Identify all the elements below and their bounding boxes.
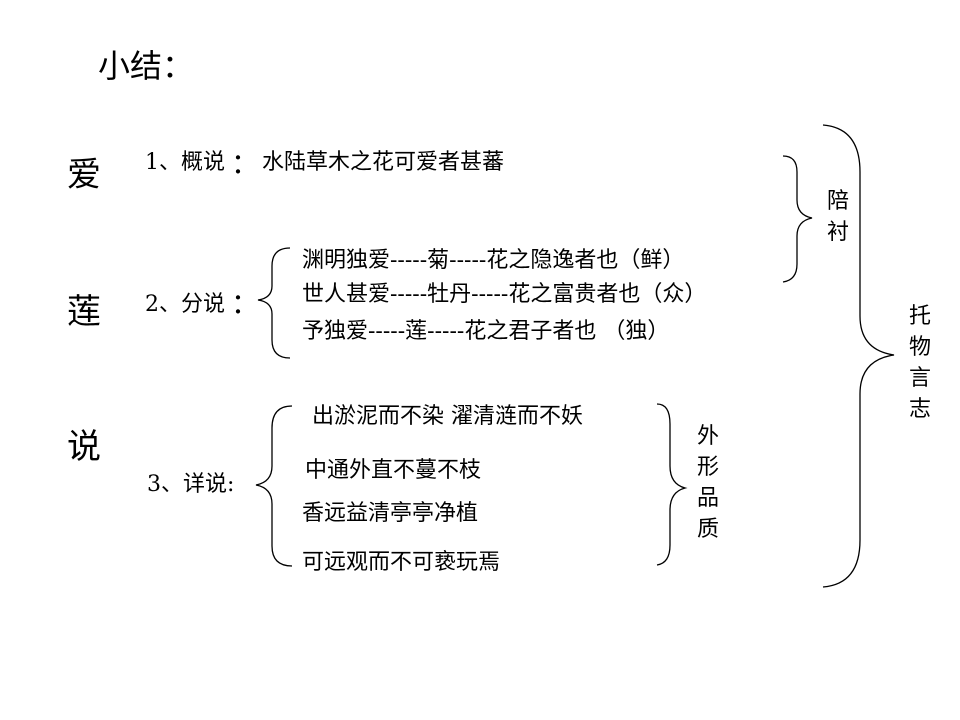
slide-title: 小结： — [98, 47, 195, 85]
annotation-waixing: 外形品质 — [696, 424, 719, 542]
section3-line-4: 可远观而不可亵玩焉 — [302, 550, 501, 575]
brace-waixing — [656, 403, 688, 566]
section2-line-2: 世人甚爱-----牡丹-----花之富贵者也（众） — [302, 282, 707, 307]
side-title-char-2: 莲 — [67, 292, 101, 332]
annotation-tuowu: 托物言志 — [908, 304, 931, 422]
section2-line-1: 渊明独爱-----菊-----花之隐逸者也（鲜） — [302, 248, 685, 273]
brace-tuowu — [822, 124, 895, 588]
section3-label: 3、详说: — [147, 472, 235, 497]
section3-line-3: 香远益清亭亭净植 — [302, 501, 479, 526]
section1-colon: ： — [230, 147, 259, 180]
side-title-char-3: 说 — [67, 427, 101, 467]
annotation-peichen: 陪衬 — [826, 189, 849, 245]
section3-line-1: 出淤泥而不染 濯清涟而不妖 — [312, 404, 583, 429]
section3-line-2: 中通外直不蔓不枝 — [305, 458, 482, 483]
brace-section3 — [255, 405, 293, 567]
brace-peichen — [782, 155, 813, 283]
brace-section2 — [257, 247, 291, 359]
section1-label: 1、概说 — [145, 150, 225, 175]
section2-colon: ： — [230, 287, 259, 320]
section1-text: 水陆草木之花可爱者甚蕃 — [262, 150, 505, 175]
side-title-char-1: 爱 — [67, 155, 101, 195]
section2-label: 2、分说 — [145, 292, 225, 317]
section2-line-3: 予独爱-----莲-----花之君子者也 （独） — [302, 319, 670, 344]
